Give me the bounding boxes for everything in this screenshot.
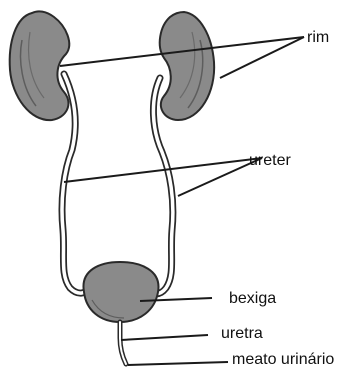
- bladder: [83, 262, 158, 322]
- uretra-leader: [121, 335, 208, 340]
- label-uretra: uretra: [221, 325, 263, 342]
- label-bexiga: bexiga: [229, 290, 276, 307]
- urethra: [120, 322, 126, 364]
- right-kidney: [160, 12, 214, 120]
- meato-leader: [128, 362, 228, 365]
- label-meato-urinario: meato urinário: [232, 351, 334, 368]
- rim-leader-right: [220, 37, 304, 78]
- label-ureter: ureter: [249, 152, 291, 169]
- label-rim: rim: [307, 29, 329, 46]
